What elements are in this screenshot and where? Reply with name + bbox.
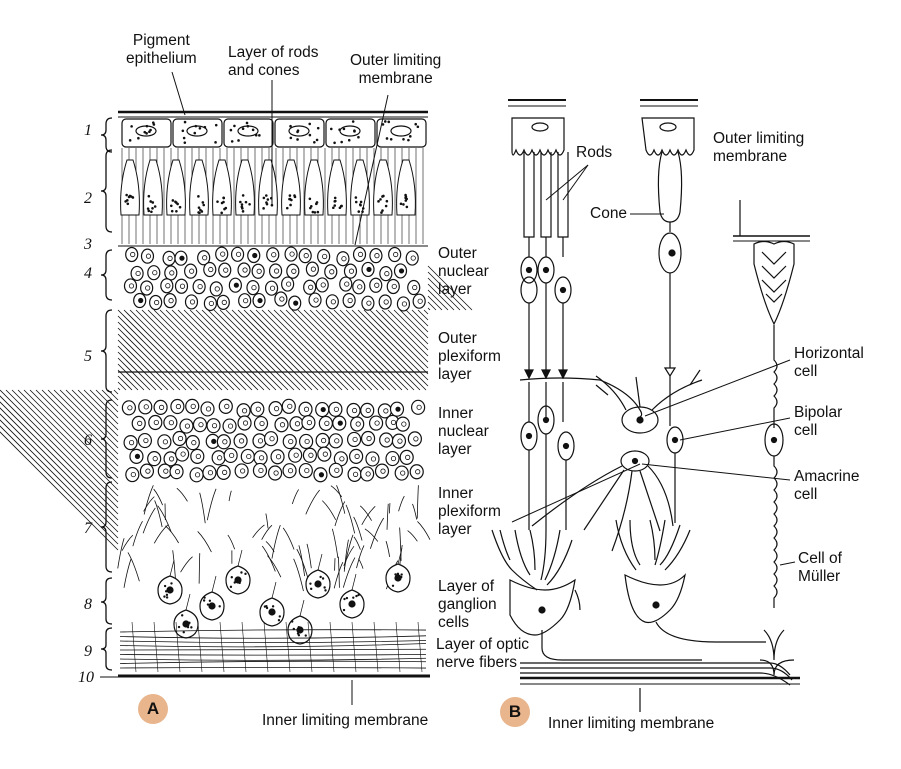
label-cone: Cone bbox=[590, 205, 627, 223]
label-inner-nuclear-layer: Inner nuclear layer bbox=[438, 405, 489, 459]
label-amacrine-cell: Amacrine cell bbox=[794, 468, 859, 504]
label-rods: Rods bbox=[576, 144, 612, 162]
layer-number-2: 2 bbox=[84, 190, 92, 208]
label-outer-nuclear-layer: Outer nuclear layer bbox=[438, 245, 489, 299]
label-pigment-epithelium: Pigment epithelium bbox=[126, 32, 197, 68]
optic-nerve-fibers bbox=[120, 622, 426, 672]
panel-b-drawing bbox=[492, 100, 810, 712]
label-rods-and-cones-layer: Layer of rods and cones bbox=[228, 44, 318, 80]
horizontal-cell bbox=[596, 370, 702, 433]
inner-plexiform-fibers bbox=[118, 485, 430, 591]
label-inner-limiting-membrane-a: Inner limiting membrane bbox=[262, 712, 428, 730]
label-inner-limiting-membrane-b: Inner limiting membrane bbox=[548, 715, 714, 733]
cone-cell bbox=[658, 152, 681, 376]
ganglion-cells-b bbox=[492, 520, 766, 660]
label-horizontal-cell: Horizontal cell bbox=[794, 345, 864, 381]
label-bipolar-cell: Bipolar cell bbox=[794, 404, 842, 440]
layer-number-1: 1 bbox=[84, 122, 92, 140]
label-outer-plexiform-layer: Outer plexiform layer bbox=[438, 330, 501, 384]
label-optic-nerve-fibers: Layer of optic nerve fibers bbox=[436, 636, 529, 672]
layer-number-10: 10 bbox=[78, 669, 94, 687]
layer-number-4: 4 bbox=[84, 265, 92, 283]
label-outer-limiting-membrane-b: Outer limiting membrane bbox=[713, 130, 804, 166]
layer-number-9: 9 bbox=[84, 643, 92, 661]
pigment-epithelium-cells bbox=[122, 119, 426, 147]
inner-nuclear-nuclei bbox=[122, 399, 424, 481]
outer-nuclear-nuclei bbox=[124, 247, 425, 311]
layer-number-8: 8 bbox=[84, 596, 92, 614]
layer-number-6: 6 bbox=[84, 432, 92, 450]
panel-a-badge: A bbox=[138, 694, 168, 724]
panel-a-drawing bbox=[0, 112, 472, 705]
layer-number-3: 3 bbox=[84, 236, 92, 254]
label-ganglion-cells: Layer of ganglion cells bbox=[438, 578, 497, 632]
layer-number-5: 5 bbox=[84, 348, 92, 366]
panel-b-badge: B bbox=[500, 697, 530, 727]
amacrine-cell bbox=[532, 451, 673, 551]
label-inner-plexiform-layer: Inner plexiform layer bbox=[438, 485, 501, 539]
label-muller-cell: Cell of Müller bbox=[798, 550, 842, 586]
layer-number-7: 7 bbox=[84, 520, 92, 538]
label-outer-limiting-membrane-a: Outer limiting membrane bbox=[350, 52, 441, 88]
